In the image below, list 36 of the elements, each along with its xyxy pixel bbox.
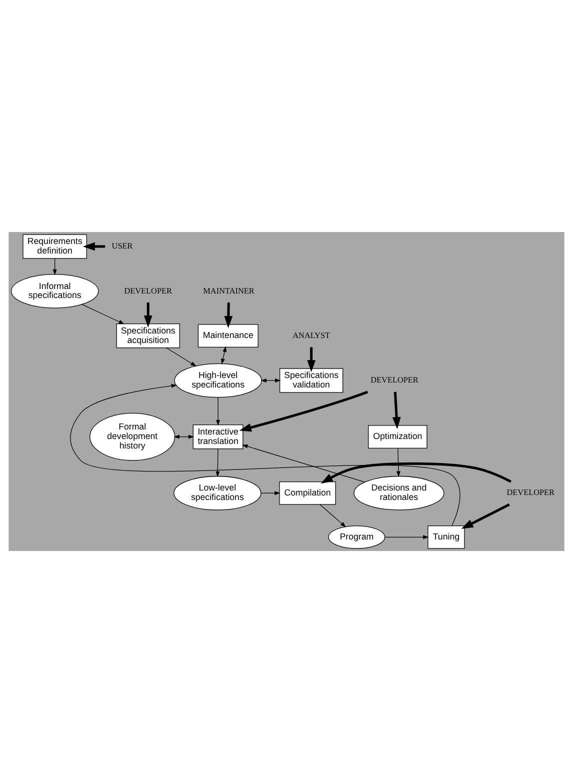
arrow [82,242,106,250]
arrow [82,304,124,324]
node-ellipse: Decisions and rationales [354,475,444,510]
arrow [166,347,196,366]
node-ellipse: Low-level specifications [174,475,262,510]
arrow [70,383,460,526]
arrow [307,346,316,372]
node-box: Tuning [428,524,465,548]
arrow [320,462,512,484]
node-ellipse: Formal development history [90,412,176,460]
node-box: Maintenance [198,324,258,347]
arrow [52,258,57,275]
arrow [461,502,510,528]
arrow [224,302,233,328]
arrow [384,534,429,539]
arrow [242,444,365,482]
node-box: Specifications acquisition [116,323,180,348]
arrow [320,504,346,527]
arrow [174,434,194,438]
node-box: Optimization [368,424,428,448]
node-ellipse: High-level specifications [174,362,262,398]
arrow [216,396,220,426]
arrow [396,447,400,476]
node-box: Requirements definition [22,234,87,258]
arrow [220,346,227,364]
node-box: Compilation [279,480,336,504]
arrow [260,378,281,382]
node-box: Specifications validation [280,368,344,392]
arrow [260,490,280,495]
arrow [392,391,401,429]
node-ellipse: Program [328,524,386,548]
arrow [216,448,220,477]
node-box: Interactive translation [192,424,244,449]
node-ellipse: Informal specifications [10,274,99,308]
arrow [239,390,368,432]
arrow [144,302,152,327]
